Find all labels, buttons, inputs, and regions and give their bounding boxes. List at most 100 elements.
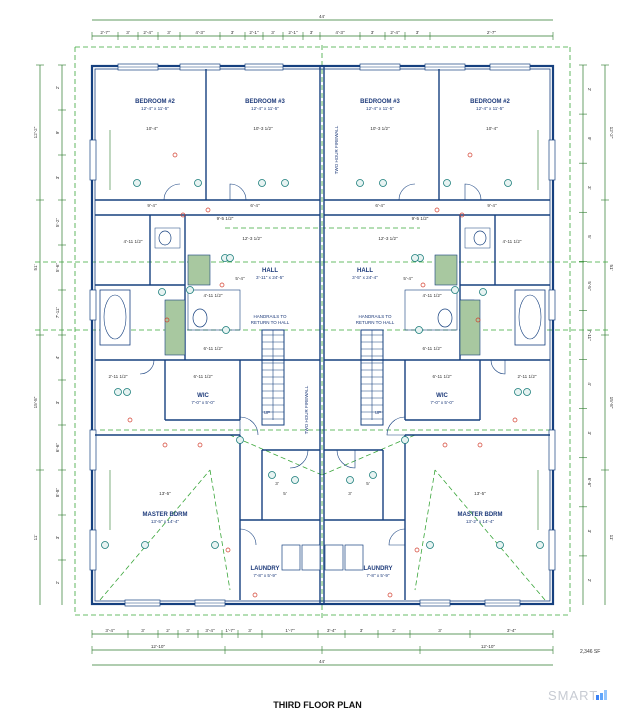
interior-dimension: 10'-3 1/2": [253, 126, 273, 131]
plan-note: RETURN TO HALL: [251, 320, 290, 325]
bathtub: [514, 289, 546, 346]
light-fixture-icon: [258, 179, 266, 187]
interior-dimension: 4'-11 1/2": [123, 239, 142, 244]
room-size: 13'-5" x 14'-4": [151, 519, 180, 524]
linen-cabinet: [434, 254, 458, 286]
bottom-dimension: 3'-4": [327, 628, 337, 633]
light-fixture-icon: [536, 541, 544, 549]
interior-dimension: 2'-11 1/2": [517, 374, 536, 379]
drawing-labels: 44'2'-7"3'2'-4"3'4'-3"3'2'-1"3'2'-1"3'4'…: [33, 14, 614, 664]
outlet-icon: [387, 592, 393, 598]
room-size: 7'-8" x 5'-9": [366, 573, 390, 578]
vanity-counter: [187, 289, 241, 331]
outlet-icon: [434, 207, 440, 213]
toilet: [192, 308, 208, 328]
door-swing: [336, 449, 356, 469]
room-name: MASTER BDRM: [458, 512, 503, 518]
light-fixture-icon: [401, 436, 409, 444]
right-dimension: 12'-2": [609, 127, 614, 139]
top-dimension: 3': [231, 30, 235, 35]
bottom-dimension: 3': [438, 628, 442, 633]
roof-hip-line: [434, 469, 546, 601]
bathtub: [99, 289, 131, 346]
right-dimension: 9': [587, 137, 592, 141]
light-fixture-icon: [479, 288, 487, 296]
outlet-icon: [512, 417, 518, 423]
plan-title: THIRD FLOOR PLAN: [273, 700, 362, 710]
roof-hip-line: [414, 469, 436, 591]
dryer: [324, 544, 344, 571]
door-swing: [464, 183, 482, 201]
room-size: 12'-4" x 11'-5": [476, 106, 504, 111]
outlet-icon: [225, 547, 231, 553]
outlet-icon: [162, 442, 168, 448]
outlet-icon: [180, 212, 186, 218]
bottom-dimension: 3'-4": [205, 628, 215, 633]
interior-dimension: 5'-4": [403, 276, 413, 281]
interior-dimension: 2'-11 1/2": [108, 374, 127, 379]
right-dimension: 2': [587, 579, 592, 583]
light-fixture-icon: [369, 471, 377, 479]
light-fixture-icon: [523, 388, 531, 396]
light-fixture-icon: [346, 476, 354, 484]
top-dimension: 3': [310, 30, 314, 35]
left-dimension: 3': [55, 536, 60, 540]
outlet-icon: [205, 207, 211, 213]
top-dimension: 2'-7": [487, 30, 497, 35]
left-dimension: 6'-6": [55, 443, 60, 453]
vanity: [154, 227, 181, 249]
left-dimension: 7'-11": [55, 306, 60, 318]
window: [548, 289, 556, 321]
drawing-linework: [35, 19, 610, 666]
light-fixture-icon: [186, 286, 194, 294]
interior-dimension: 9'-5 1/2": [217, 216, 234, 221]
roof-hip-line: [321, 434, 416, 476]
interior-dimension: 10'-4": [146, 126, 158, 131]
bottom-dimension: 3': [360, 628, 364, 633]
right-dimension: 5'-5": [587, 281, 592, 291]
window: [89, 429, 97, 471]
light-fixture-icon: [291, 476, 299, 484]
light-fixture-icon: [514, 388, 522, 396]
top-dimension: 2'-1": [288, 30, 298, 35]
outlet-icon: [219, 282, 225, 288]
bottom-dimension: 1'-7": [225, 628, 235, 633]
light-fixture-icon: [123, 388, 131, 396]
roof-hip-line: [99, 469, 211, 601]
right-dimension: 51': [609, 265, 614, 271]
right-dimension: 11': [609, 535, 614, 541]
light-fixture-icon: [226, 254, 234, 262]
room-name: BEDROOM #2: [470, 99, 510, 105]
bottom-dimension: 3': [141, 628, 145, 633]
left-dimension: 5'-6": [55, 263, 60, 273]
right-dimension: 15'-8": [609, 397, 614, 409]
light-fixture-icon: [415, 326, 423, 334]
top-dimension: 3': [371, 30, 375, 35]
top-dimension: 3': [167, 30, 171, 35]
room-size: 7'-8" x 5'-9": [253, 573, 277, 578]
interior-dimension: 5': [366, 481, 370, 486]
light-fixture-icon: [133, 179, 141, 187]
bottom-dimension: 3': [248, 628, 252, 633]
window: [89, 289, 97, 321]
door-swing: [239, 416, 259, 436]
right-dimension: 3': [587, 186, 592, 190]
bottom-overall-dimension: 12'-10": [481, 644, 496, 649]
toilet: [437, 308, 453, 328]
interior-dimension: 10'-3 1/2": [370, 126, 390, 131]
interior-dimension: 13'-5": [159, 491, 171, 496]
room-name: BEDROOM #2: [135, 99, 175, 105]
left-dimension: 8'-8": [55, 488, 60, 498]
outlet-icon: [420, 282, 426, 288]
interior-dimension: 6'-4": [250, 203, 260, 208]
linen-cabinet: [187, 254, 211, 286]
light-fixture-icon: [411, 254, 419, 262]
bathtub-basin: [103, 294, 127, 340]
outlet-icon: [477, 442, 483, 448]
outlet-icon: [459, 212, 465, 218]
door-swing: [139, 359, 155, 375]
light-fixture-icon: [281, 179, 289, 187]
door-swing: [398, 183, 416, 201]
top-dimension: 4'-3": [195, 30, 205, 35]
room-name: HALL: [357, 268, 373, 274]
